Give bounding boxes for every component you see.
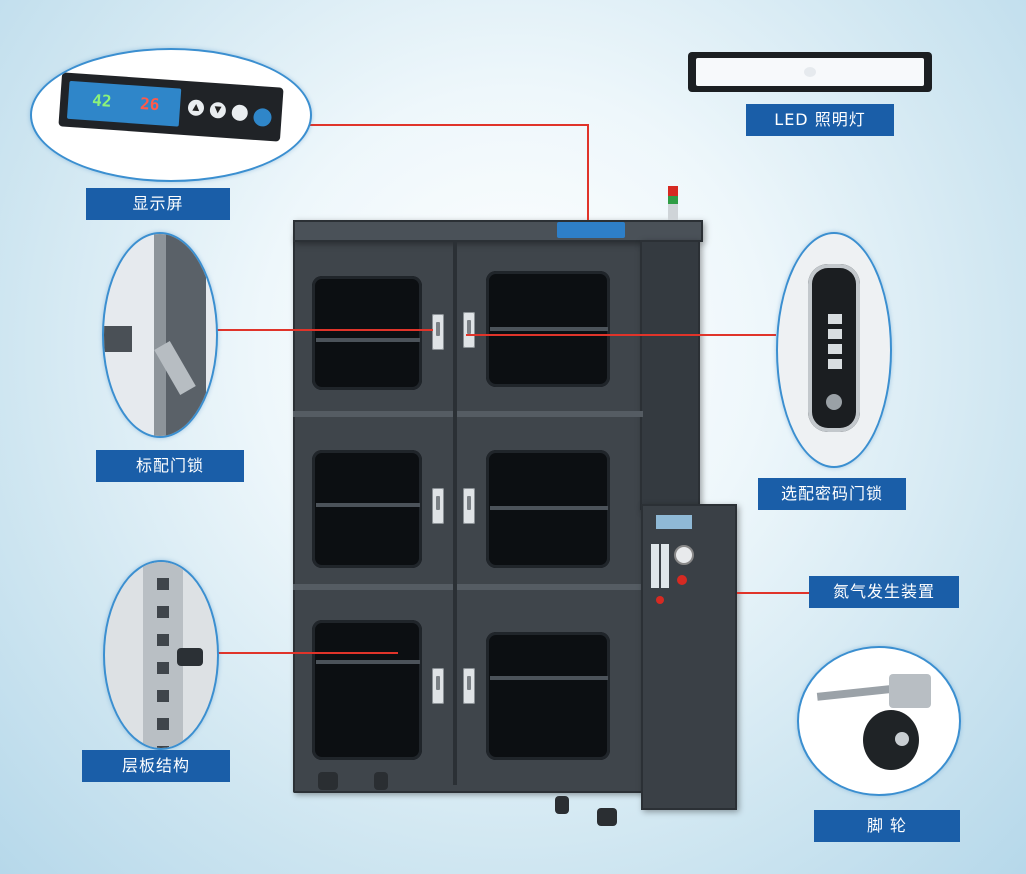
down-arrow-icon[interactable]: ▼ <box>209 101 227 119</box>
red-knob-icon[interactable] <box>677 575 687 585</box>
led-light-image <box>688 52 932 92</box>
nitrogen-display <box>656 515 692 529</box>
door-handle[interactable] <box>432 488 444 524</box>
gauge-icon <box>674 545 694 565</box>
combination-lock-icon <box>808 264 860 432</box>
cabinet-side <box>640 240 700 510</box>
display-panel-image: 42 26 ▲ ▼ <box>58 72 284 142</box>
door-handle[interactable] <box>463 668 475 704</box>
caster-wheel-icon <box>863 710 919 770</box>
door-handle[interactable] <box>432 668 444 704</box>
caster-wheel <box>555 796 569 814</box>
flowmeter <box>661 544 669 588</box>
power-button-icon[interactable] <box>656 596 664 604</box>
label-standard-lock: 标配门锁 <box>96 450 244 482</box>
control-panel-small <box>557 222 625 238</box>
caster-wheel <box>318 772 338 790</box>
humidity-readout: 42 <box>91 90 113 111</box>
label-nitrogen: 氮气发生装置 <box>809 576 959 608</box>
set-button-icon[interactable] <box>231 104 249 122</box>
up-arrow-icon[interactable]: ▲ <box>187 99 205 117</box>
door-window <box>312 620 422 760</box>
door-window <box>312 450 422 568</box>
caster-wheel <box>374 772 388 790</box>
display-callout: 42 26 ▲ ▼ <box>30 48 312 182</box>
password-lock-callout <box>776 232 892 468</box>
door-handle[interactable] <box>463 488 475 524</box>
label-shelf: 层板结构 <box>82 750 230 782</box>
door-window <box>486 632 610 760</box>
label-led: LED 照明灯 <box>746 104 894 136</box>
label-display: 显示屏 <box>86 188 230 220</box>
label-password-lock: 选配密码门锁 <box>758 478 906 510</box>
door-window <box>312 276 422 390</box>
display-screen: 42 26 <box>66 80 182 127</box>
temperature-readout: 26 <box>139 93 161 115</box>
lock-icon <box>104 326 132 352</box>
label-caster: 脚 轮 <box>814 810 960 842</box>
cabinet-top <box>293 220 703 242</box>
status-light <box>668 186 678 220</box>
power-button-icon[interactable] <box>252 107 273 128</box>
caster-callout <box>797 646 961 796</box>
caster-wheel <box>597 808 617 826</box>
standard-lock-callout <box>102 232 218 438</box>
door-handle[interactable] <box>432 314 444 350</box>
flowmeter <box>651 544 659 588</box>
shelf-clip-icon <box>177 648 203 666</box>
door-handle[interactable] <box>463 312 475 348</box>
shelf-callout <box>103 560 219 750</box>
